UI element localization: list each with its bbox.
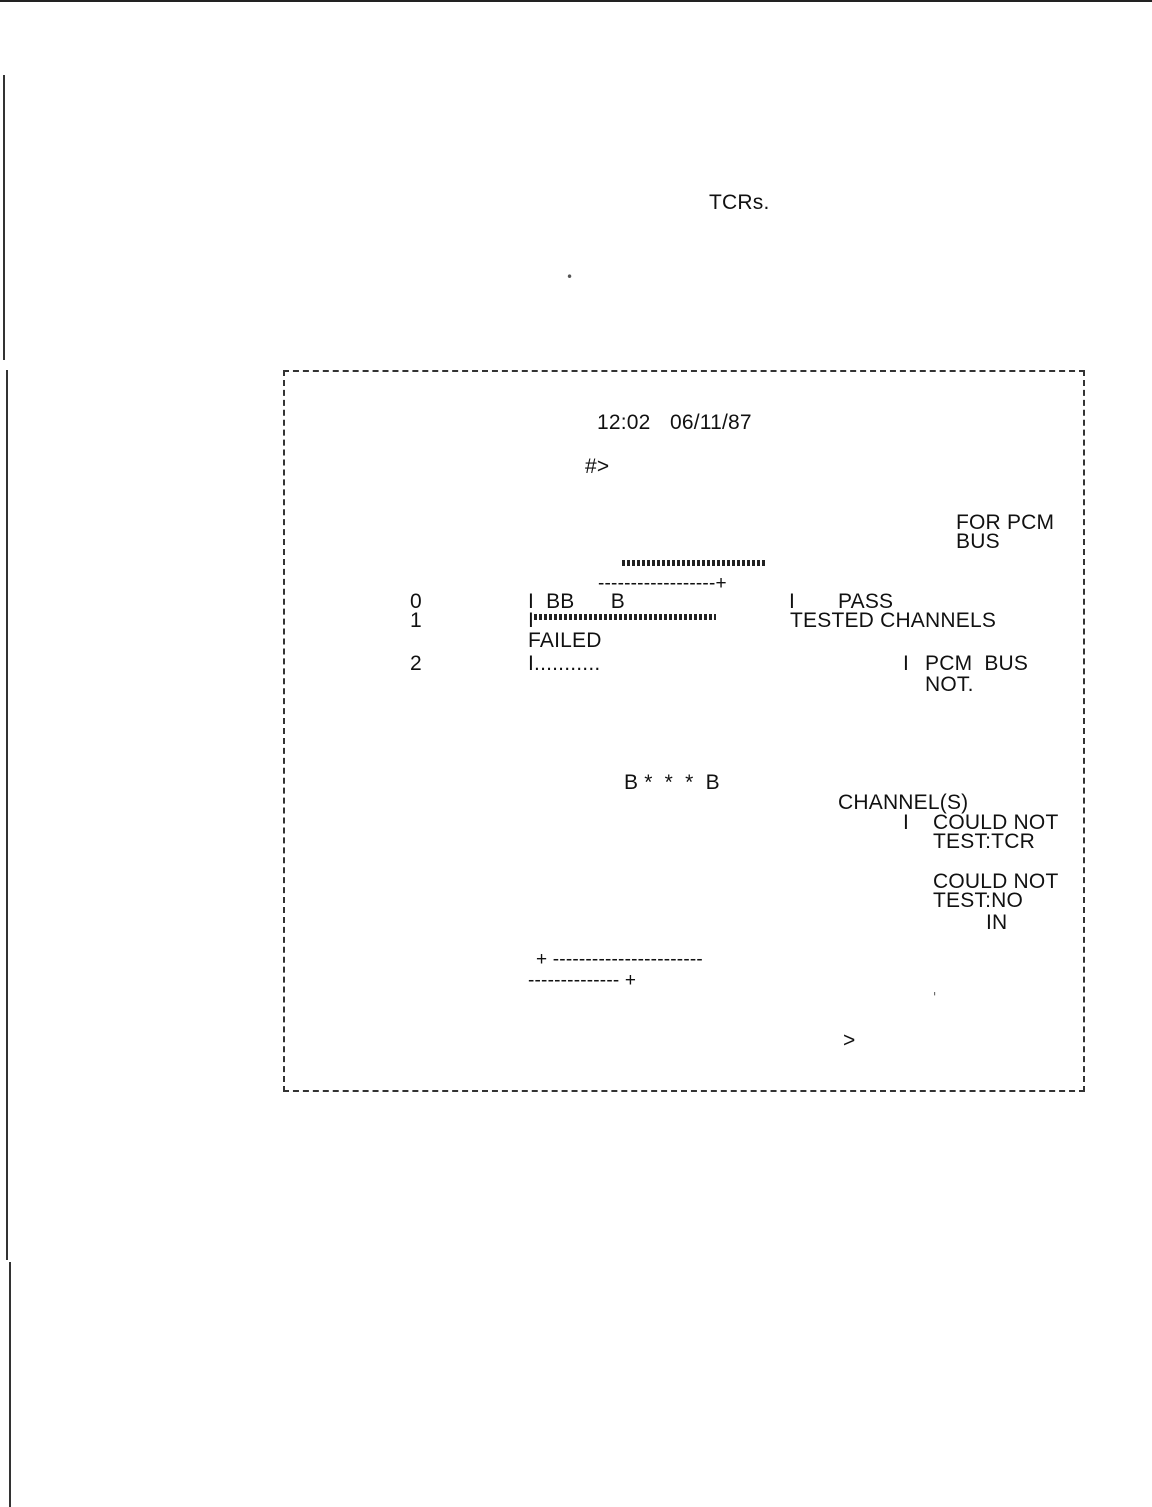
legend-mid-bar: I <box>903 811 910 834</box>
end-prompt: > <box>843 1029 856 1052</box>
margin-bar-middle <box>6 370 8 1260</box>
stray-mark: ' <box>933 990 937 1004</box>
bottom-rule-2: -------------- + <box>528 970 637 991</box>
row-2-number: 2 <box>410 652 422 675</box>
top-wavy-rule <box>622 560 766 566</box>
screen-time: 12:02 <box>597 411 651 434</box>
margin-bar-upper <box>3 75 5 360</box>
terminal-screen-frame <box>283 370 1085 1092</box>
row-1-fill-bar <box>534 614 716 620</box>
legend-top-line1: FOR PCM <box>956 511 1055 534</box>
row-2-status: PCM BUS <box>925 652 1029 675</box>
legend-mid-line3: TEST:TCR <box>933 830 1035 853</box>
row-1-status: TESTED CHANNELS <box>790 609 997 632</box>
row-2-bar: I........... <box>528 652 601 675</box>
row-2-right-bar: I <box>903 652 910 675</box>
row-0-bar: I BB B <box>528 590 625 613</box>
heading-fragment: TCRs. <box>709 191 770 214</box>
bottom-rule-1: + ----------------------- <box>536 949 703 970</box>
top-rule-end: ------------------+ <box>598 573 727 594</box>
legend-low-line2: TEST:NO <box>933 889 1024 912</box>
page-top-rule <box>0 0 1152 2</box>
legend-low-line1: COULD NOT <box>933 870 1059 893</box>
row-0-right-bar: I <box>789 590 796 613</box>
row-1-status2: FAILED <box>528 629 602 652</box>
row-1-number: 1 <box>410 609 422 632</box>
legend-mid-line2: COULD NOT <box>933 811 1059 834</box>
legend-mid-line1: CHANNEL(S) <box>838 791 969 814</box>
row-0-number: 0 <box>410 590 422 613</box>
marker-line: B * * * B <box>624 771 720 794</box>
legend-top-line2: BUS <box>956 530 1000 553</box>
screen-date: 06/11/87 <box>670 411 752 434</box>
legend-low-line3: IN <box>986 911 1008 934</box>
stray-dot: • <box>566 270 574 284</box>
row-2-status2: NOT. <box>925 673 974 696</box>
margin-bar-lower <box>9 1262 11 1507</box>
row-0-status: PASS <box>838 590 894 613</box>
row-1-bar: I <box>528 609 535 632</box>
screen-prompt: #> <box>585 455 610 478</box>
